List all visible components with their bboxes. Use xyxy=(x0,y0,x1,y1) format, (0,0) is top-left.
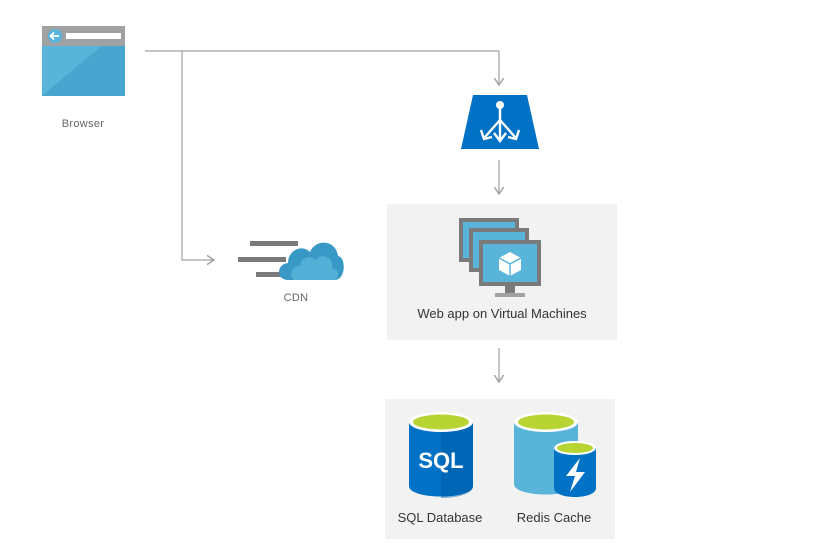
redis-cache-icon xyxy=(514,412,596,497)
browser-label: Browser xyxy=(61,118,105,130)
cdn-node[interactable]: CDN xyxy=(236,230,346,310)
cdn-cloud-icon xyxy=(238,241,344,280)
sql-database-node[interactable]: SQL SQL Database xyxy=(395,410,485,530)
web-app-node[interactable]: Web app on Virtual Machines xyxy=(387,204,617,340)
redis-cache-node[interactable]: Redis Cache xyxy=(508,410,600,530)
browser-window-icon xyxy=(42,26,125,96)
sql-database-icon: SQL xyxy=(409,412,473,498)
redis-cache-label: Redis Cache xyxy=(516,510,592,525)
cdn-label: CDN xyxy=(283,292,309,304)
virtual-machines-icon xyxy=(459,218,541,297)
sql-database-label: SQL Database xyxy=(397,510,483,525)
edge-browser-to-cdn xyxy=(181,51,214,260)
load-balancer-icon[interactable] xyxy=(459,93,541,151)
edge-browser-to-load-balancer xyxy=(145,50,499,85)
web-app-label: Web app on Virtual Machines xyxy=(417,306,587,321)
sql-icon-text: SQL xyxy=(418,448,463,473)
browser-node[interactable]: Browser xyxy=(40,24,126,136)
